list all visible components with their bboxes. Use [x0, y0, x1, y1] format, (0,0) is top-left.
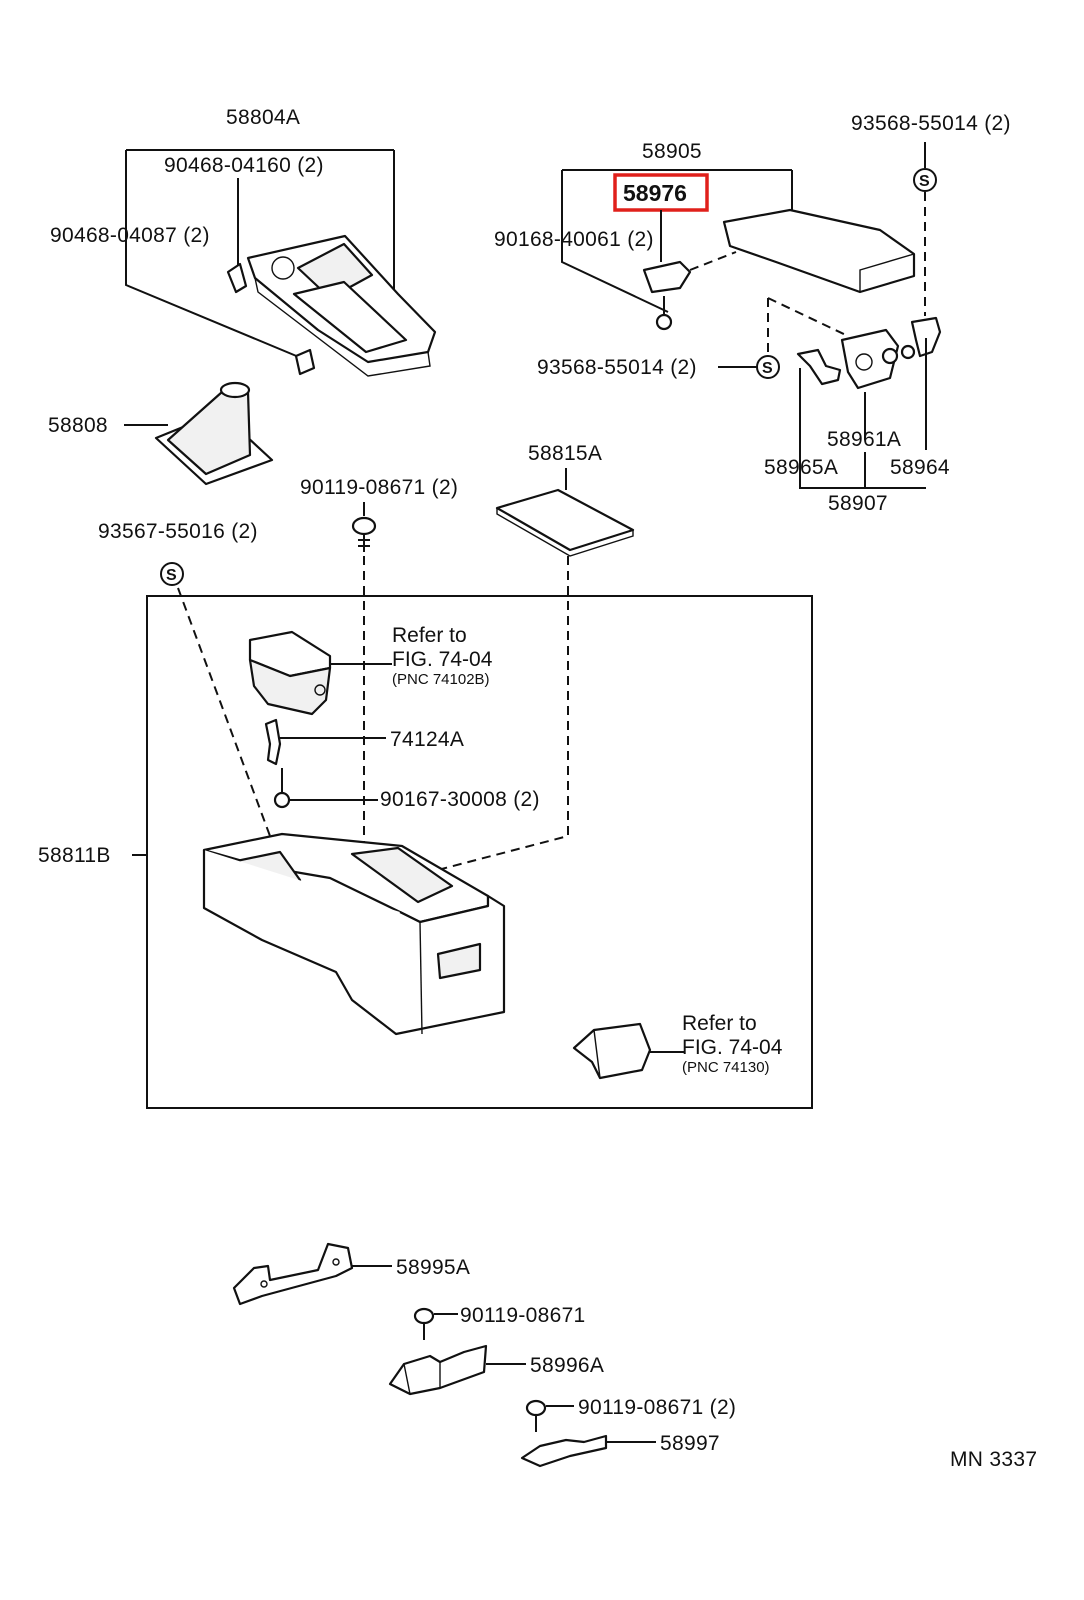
leader-58907: [799, 338, 927, 489]
dash-s-console: [177, 587, 271, 837]
ref-upper-line1: Refer to: [392, 624, 467, 647]
label-58808[interactable]: 58808: [48, 414, 108, 437]
label-58976[interactable]: 58976: [623, 180, 687, 206]
latch-58964: [900, 316, 942, 360]
shift-bezel-58804A: [246, 234, 437, 377]
hinge-58976: [642, 260, 692, 294]
label-90168-40061[interactable]: 90168-40061 (2): [494, 228, 654, 251]
dash-mat-console: [429, 556, 569, 873]
label-90119-08671[interactable]: 90119-08671: [460, 1304, 586, 1327]
bracket-74124A: [264, 718, 282, 766]
ref-lower-line2: FIG. 74-04: [682, 1036, 783, 1059]
label-93568-55014-mid[interactable]: 93568-55014 (2): [537, 356, 697, 379]
screw-90119-08671: [351, 516, 377, 552]
label-93568-55014-top[interactable]: 93568-55014 (2): [851, 112, 1011, 135]
diagram-code: MN 3337: [950, 1448, 1037, 1471]
bracket-58995A: [232, 1242, 354, 1306]
symbol-s-top: S: [913, 168, 937, 192]
label-58905[interactable]: 58905: [642, 140, 702, 163]
dash-lid-hinge: [767, 297, 849, 355]
label-90468-04160[interactable]: 90468-04160 (2): [164, 154, 324, 177]
ref-upper-line3: (PNC 74102B): [392, 671, 490, 688]
clip-90468-04087: [294, 348, 316, 376]
label-58804A[interactable]: 58804A: [226, 106, 300, 129]
label-58995A[interactable]: 58995A: [396, 1256, 470, 1279]
clip-90468-04160: [226, 262, 248, 294]
label-58964[interactable]: 58964: [890, 456, 950, 479]
screw-90119-08671-low: [525, 1399, 547, 1432]
label-74124A[interactable]: 74124A: [390, 728, 464, 751]
symbol-s-mid: S: [756, 355, 780, 379]
label-58997[interactable]: 58997: [660, 1432, 720, 1455]
label-58811B[interactable]: 58811B: [38, 844, 111, 867]
label-90119-08671-2b[interactable]: 90119-08671 (2): [578, 1396, 736, 1419]
console-insert-74130: [572, 1022, 652, 1080]
hinge-assembly-58961A: [840, 328, 900, 390]
leader-58804A: [125, 149, 395, 361]
label-58815A[interactable]: 58815A: [528, 442, 602, 465]
screw-90167-30008: [273, 768, 291, 809]
ref-lower-line1: Refer to: [682, 1012, 757, 1035]
label-90119-08671-2[interactable]: 90119-08671 (2): [300, 476, 458, 499]
symbol-s-left: S: [160, 562, 184, 586]
bracket-58997: [520, 1434, 608, 1468]
svg-text:S: S: [762, 360, 773, 377]
bracket-58996A: [388, 1344, 488, 1396]
console-box-74102B: [248, 630, 332, 716]
mat-58815A: [495, 488, 635, 557]
ref-upper-line2: FIG. 74-04: [392, 648, 493, 671]
clip-58965A: [796, 348, 842, 386]
label-90468-04087[interactable]: 90468-04087 (2): [50, 224, 210, 247]
screw-90168-40061: [655, 296, 673, 331]
console-body-58811B: [202, 832, 506, 1036]
screw-90119-08671-mid: [413, 1307, 435, 1340]
label-58961A[interactable]: 58961A: [827, 428, 901, 451]
console-assembly-box: [146, 595, 813, 1109]
label-90167-30008[interactable]: 90167-30008 (2): [380, 788, 540, 811]
svg-text:S: S: [166, 567, 177, 584]
armrest-lid: [722, 208, 916, 294]
leader-58905: [561, 169, 793, 313]
ref-lower-line3: (PNC 74130): [682, 1059, 770, 1076]
svg-text:S: S: [919, 173, 930, 190]
label-58965A[interactable]: 58965A: [764, 456, 838, 479]
label-58907[interactable]: 58907: [828, 492, 888, 515]
label-58996A[interactable]: 58996A: [530, 1354, 604, 1377]
dash-hinge-lid: [689, 251, 737, 271]
label-93567-55016[interactable]: 93567-55016 (2): [98, 520, 258, 543]
shift-boot-58808: [154, 381, 274, 486]
